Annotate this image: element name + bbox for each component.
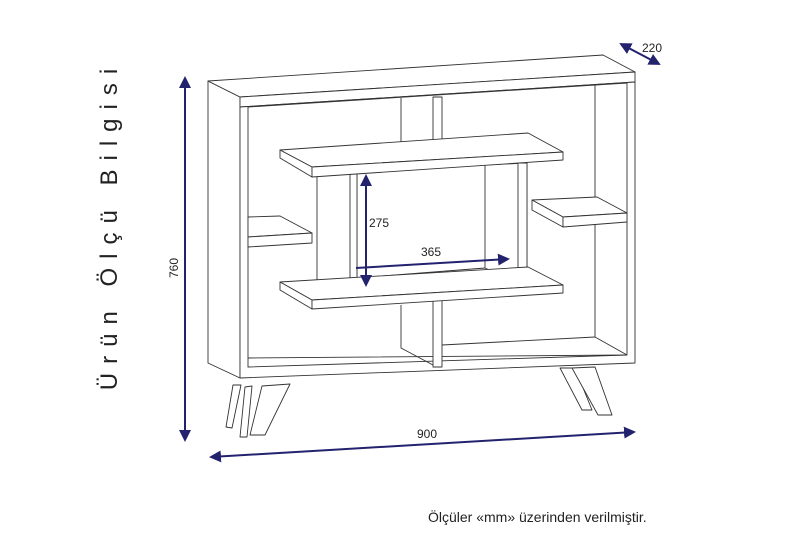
depth-label: 220 [642,41,662,55]
legs [225,366,613,438]
shelves [247,132,628,310]
width-label: 900 [417,427,437,441]
depth-arrow [619,43,661,65]
dimension-arrows [179,43,661,463]
inner-height-label: 275 [369,216,389,230]
inner-width-label: 365 [421,245,441,259]
width-arrow [209,426,636,463]
height-label: 760 [167,258,181,278]
units-note: Ölçüler «mm» üzerinden verilmiştir. [428,509,647,525]
inner-width-arrow [355,253,510,269]
